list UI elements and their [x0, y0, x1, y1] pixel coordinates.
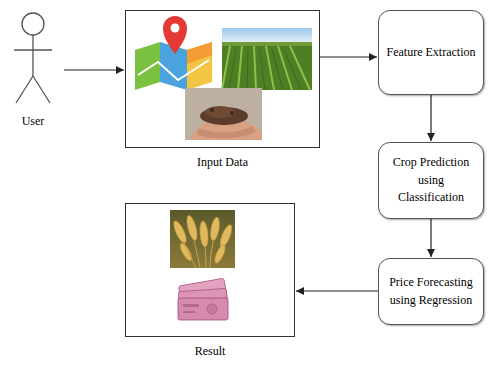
text-holder: User	[0, 114, 86, 129]
text-holder: Input Data	[96, 155, 349, 170]
money-notes	[178, 278, 228, 320]
input-panel: Input Data	[125, 10, 320, 148]
flow-arrow	[430, 95, 431, 141]
process-box: Price Forecasting using Regression	[378, 258, 484, 325]
wheat-photo	[170, 210, 235, 268]
field-photo	[222, 28, 312, 90]
process-box: Crop Prediction using Classification	[378, 142, 484, 219]
box-label: Price Forecasting using Regression	[386, 274, 476, 309]
caption-label: Input Data	[96, 155, 349, 170]
process-box: Feature Extraction	[378, 10, 484, 95]
text-holder: Feature Extraction	[380, 38, 483, 67]
flow-arrow	[64, 69, 124, 70]
map-icon	[135, 16, 212, 90]
text-holder: Result	[96, 344, 324, 359]
user-figure	[14, 13, 52, 103]
flow-arrow	[296, 290, 378, 291]
flow-arrow	[320, 56, 377, 57]
flow-arrow	[430, 219, 431, 257]
box-label: Feature Extraction	[387, 44, 476, 61]
result-panel: Result	[125, 203, 295, 337]
text-holder: Price Forecasting using Regression	[379, 268, 483, 315]
caption-label: User	[0, 114, 86, 129]
soil-hand-photo	[185, 88, 262, 140]
caption-label: Result	[96, 344, 324, 359]
user-actor: User	[10, 10, 56, 106]
text-holder: Crop Prediction using Classification	[379, 148, 483, 212]
box-label: Crop Prediction using Classification	[386, 154, 476, 206]
